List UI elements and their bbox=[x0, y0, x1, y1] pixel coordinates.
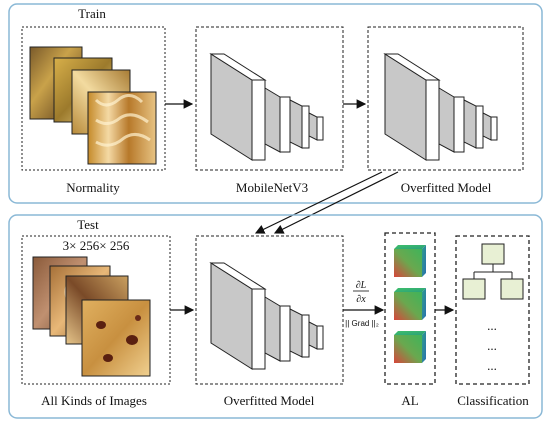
normality-image-stack bbox=[29, 46, 157, 165]
test-image-stack bbox=[32, 256, 151, 377]
ellipsis-3: ... bbox=[487, 358, 497, 373]
al-box bbox=[384, 232, 436, 385]
normality-label: Normality bbox=[66, 180, 120, 195]
test-panel bbox=[8, 214, 543, 419]
tree-node-icon bbox=[500, 278, 524, 300]
tree-node-icon bbox=[481, 243, 505, 265]
test-title: Test bbox=[77, 217, 99, 232]
train-model-layers bbox=[383, 53, 498, 161]
arrow-transfer-1 bbox=[254, 171, 383, 234]
train-panel bbox=[8, 3, 543, 204]
ellipsis-2: ... bbox=[487, 338, 497, 353]
test-model-label: Overfitted Model bbox=[224, 393, 315, 408]
gradient-cube-icon bbox=[394, 245, 426, 277]
backbone-layers bbox=[209, 53, 324, 161]
train-title: Train bbox=[78, 6, 106, 21]
gradient-denominator: ∂x bbox=[356, 294, 366, 305]
tree-node-icon bbox=[462, 278, 486, 300]
gradient-cube-icon bbox=[394, 331, 426, 363]
classification-box bbox=[455, 235, 530, 385]
gradient-cube-icon bbox=[394, 288, 426, 320]
classification-label: Classification bbox=[457, 393, 529, 408]
arrow-transfer-2 bbox=[273, 171, 399, 234]
classification-tree bbox=[462, 243, 524, 300]
al-label: AL bbox=[401, 393, 418, 408]
backbone-label: MobileNetV3 bbox=[236, 180, 308, 195]
train-input-box bbox=[21, 26, 166, 171]
ellipsis-1: ... bbox=[487, 318, 497, 333]
train-model-box bbox=[367, 26, 524, 171]
train-model-label: Overfitted Model bbox=[401, 180, 492, 195]
grad-norm-label: || Grad ||₂ bbox=[345, 319, 379, 328]
all-images-label: All Kinds of Images bbox=[41, 393, 147, 408]
input-size-label: 3× 256× 256 bbox=[63, 238, 130, 253]
test-model-layers bbox=[209, 262, 324, 370]
gradient-numerator: ∂L bbox=[356, 280, 367, 291]
